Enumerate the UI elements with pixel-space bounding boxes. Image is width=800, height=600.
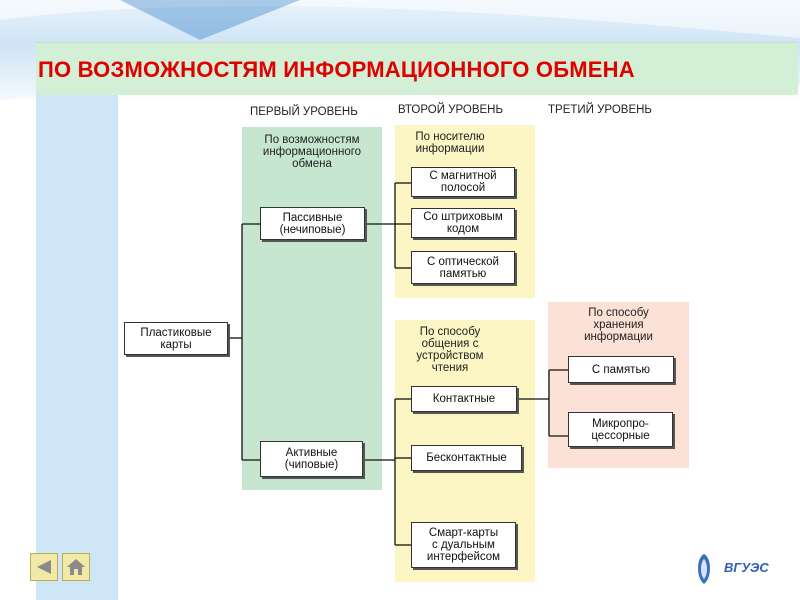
university-logo: ВГУЭС: [690, 552, 780, 586]
panel-storage-caption: По способу хранения информации: [584, 307, 653, 343]
node-passive: Пассивные (нечиповые): [260, 207, 365, 240]
arrow-left-icon: [37, 560, 51, 574]
level-header-second: ВТОРОЙ УРОВЕНЬ: [398, 104, 504, 116]
node-contact: Контактные: [411, 386, 517, 412]
node-barcode: Со штриховым кодом: [411, 208, 515, 238]
node-magnetic-stripe: С магнитной полосой: [411, 167, 515, 197]
node-active: Активные (чиповые): [260, 441, 363, 477]
panel-carrier-caption: По носителю информации: [415, 131, 485, 155]
level-header-third: ТРЕТИЙ УРОВЕНЬ: [548, 104, 652, 116]
home-icon: [67, 559, 85, 575]
home-button[interactable]: [62, 553, 90, 581]
level-header-first: ПЕРВЫЙ УРОВЕНЬ: [250, 106, 358, 118]
logo-emblem-icon: [698, 554, 710, 584]
node-smart-cards: Смарт-карты с дуальным интерфейсом: [411, 522, 516, 568]
left-strip: [36, 40, 118, 600]
node-with-memory: С памятью: [568, 356, 674, 383]
panel-info-exchange: [242, 127, 382, 490]
panel-communication-caption: По способу общения с устройством чтения: [416, 326, 484, 374]
back-button[interactable]: [30, 553, 58, 581]
page-title: ПО ВОЗМОЖНОСТЯМ ИНФОРМАЦИОННОГО ОБМЕНА: [38, 57, 635, 82]
node-optical-memory: С оптической памятью: [411, 251, 515, 284]
logo-text: ВГУЭС: [724, 560, 769, 575]
panel-info-exchange-caption: По возможностям информационного обмена: [262, 134, 362, 170]
node-microprocessor: Микропро- цессорные: [568, 412, 673, 447]
title-bar: [36, 42, 798, 95]
node-plastic-cards: Пластиковые карты: [124, 322, 228, 355]
node-contactless: Бесконтактные: [411, 445, 522, 471]
